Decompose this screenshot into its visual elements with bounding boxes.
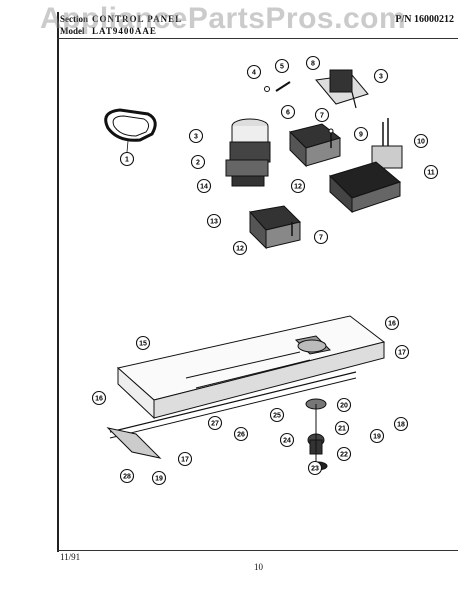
callout-number: 12 bbox=[294, 184, 302, 191]
callout-number: 14 bbox=[200, 184, 208, 191]
callout-circle bbox=[373, 68, 389, 84]
callout-number: 10 bbox=[417, 139, 425, 146]
callout-number: 24 bbox=[283, 438, 291, 445]
callout-circle bbox=[334, 420, 350, 436]
revision-date: 11/91 bbox=[60, 552, 81, 562]
callout-circle bbox=[353, 126, 369, 142]
callout-circle bbox=[119, 468, 135, 484]
callout-number: 25 bbox=[273, 413, 281, 420]
callout-number: 20 bbox=[340, 403, 348, 410]
page-number: 10 bbox=[254, 562, 263, 572]
part-number: P/N 16000212 bbox=[395, 14, 454, 25]
callout-circle bbox=[280, 104, 296, 120]
callout-circle bbox=[290, 178, 306, 194]
callout-circle bbox=[196, 178, 212, 194]
timer-knob-assembly bbox=[225, 118, 271, 187]
callout-number: 3 bbox=[194, 134, 198, 141]
callout-number: 17 bbox=[398, 350, 406, 357]
callout-number: 4 bbox=[252, 70, 256, 77]
header-divider bbox=[57, 38, 458, 39]
callout-number: 18 bbox=[397, 422, 405, 429]
callout-number: 7 bbox=[319, 235, 323, 242]
callout-number: 11 bbox=[427, 170, 435, 177]
callout-circle bbox=[336, 397, 352, 413]
callout-number: 6 bbox=[286, 110, 290, 117]
callout-circle bbox=[307, 460, 323, 476]
callout-circle bbox=[279, 432, 295, 448]
callout-circle bbox=[314, 107, 330, 123]
callout-number: 27 bbox=[211, 421, 219, 428]
callout-number: 16 bbox=[388, 321, 396, 328]
section-value: CONTROL PANEL bbox=[92, 14, 183, 24]
callout-circle bbox=[369, 428, 385, 444]
callout-number: 22 bbox=[340, 452, 348, 459]
callout-circle bbox=[188, 128, 204, 144]
callout-circle bbox=[190, 154, 206, 170]
footer-divider bbox=[57, 550, 458, 551]
screw-upper bbox=[328, 128, 334, 148]
gasket-ring bbox=[104, 108, 157, 153]
callout-number: 13 bbox=[210, 219, 218, 226]
page-left-border bbox=[57, 12, 59, 552]
callout-number: 26 bbox=[237, 432, 245, 439]
callout-circle bbox=[336, 446, 352, 462]
callout-number: 17 bbox=[181, 457, 189, 464]
base-frame bbox=[106, 315, 386, 459]
callout-circle bbox=[274, 58, 290, 74]
model-label: Model bbox=[60, 26, 85, 36]
drive-stack bbox=[305, 398, 328, 471]
callout-number: 16 bbox=[95, 396, 103, 403]
callout-number: 12 bbox=[236, 246, 244, 253]
callout-circle bbox=[393, 416, 409, 432]
callout-circle bbox=[119, 151, 135, 167]
callout-number: 15 bbox=[139, 341, 147, 348]
callout-circle bbox=[151, 470, 167, 486]
callout-circle bbox=[207, 415, 223, 431]
callout-circle bbox=[269, 407, 285, 423]
callout-number: 19 bbox=[155, 476, 163, 483]
callout-number: 8 bbox=[311, 61, 315, 68]
callout-circle bbox=[394, 344, 410, 360]
section-label: Section bbox=[60, 14, 88, 24]
callout-circle bbox=[177, 451, 193, 467]
callout-number: 3 bbox=[379, 74, 383, 81]
motor-assembly bbox=[329, 118, 403, 214]
callout-circle bbox=[232, 240, 248, 256]
callout-circle bbox=[305, 55, 321, 71]
switch-plate bbox=[315, 69, 369, 109]
callout-number: 23 bbox=[311, 466, 319, 473]
small-spring-pin bbox=[264, 81, 291, 92]
callout-number: 7 bbox=[320, 113, 324, 120]
callout-number: 19 bbox=[373, 434, 381, 441]
callout-circle bbox=[135, 335, 151, 351]
model-value: LAT9400AAE bbox=[92, 26, 157, 36]
callout-number: 5 bbox=[280, 64, 284, 71]
callout-circle bbox=[233, 426, 249, 442]
callout-circle bbox=[206, 213, 222, 229]
callout-circle bbox=[246, 64, 262, 80]
callout-number: 1 bbox=[125, 157, 129, 164]
callout-number: 9 bbox=[359, 132, 363, 139]
callout-number: 28 bbox=[123, 474, 131, 481]
callout-circle bbox=[313, 229, 329, 245]
callout-number: 21 bbox=[338, 426, 346, 433]
switch-block-lower bbox=[249, 205, 301, 250]
callout-number: 2 bbox=[196, 160, 200, 167]
callout-circle bbox=[423, 164, 439, 180]
callout-circle bbox=[384, 315, 400, 331]
callout-circle bbox=[413, 133, 429, 149]
callout-circle bbox=[91, 390, 107, 406]
